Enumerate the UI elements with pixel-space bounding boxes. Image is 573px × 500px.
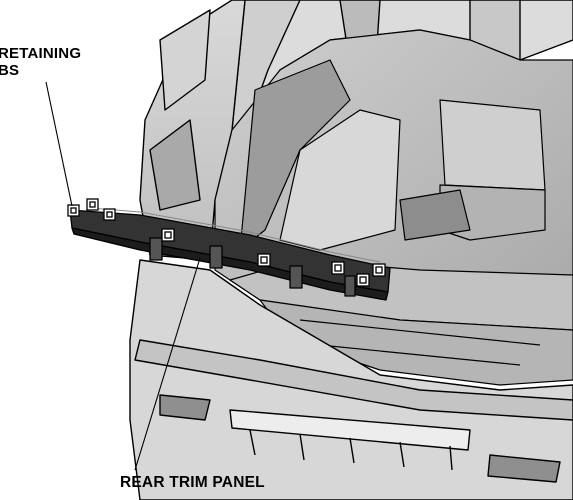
body-left-side (139, 0, 246, 261)
cargo-interior (214, 29, 573, 386)
retaining-clip-6 (331, 261, 345, 275)
retaining-clips-label-line2: BS (0, 62, 20, 79)
retaining-clip-5 (257, 253, 271, 267)
retaining-clips-label-line1: RETAINING (0, 45, 82, 62)
rear-trim-panel-label: REAR TRIM PANEL (120, 474, 265, 491)
rear-bumper (129, 259, 573, 500)
retaining-clip-1 (67, 204, 80, 217)
retaining-clip-8 (372, 263, 386, 277)
retaining-clip-4 (161, 228, 175, 242)
retaining-clip-7 (356, 273, 370, 287)
leader-line-panel (134, 257, 201, 471)
retaining-clip-3 (103, 208, 116, 221)
retaining-clip-2 (86, 198, 99, 211)
leader-lines (45, 81, 201, 471)
retaining-clips (67, 198, 386, 287)
leader-line-clips (45, 81, 73, 207)
rear-trim-panel (69, 207, 391, 301)
